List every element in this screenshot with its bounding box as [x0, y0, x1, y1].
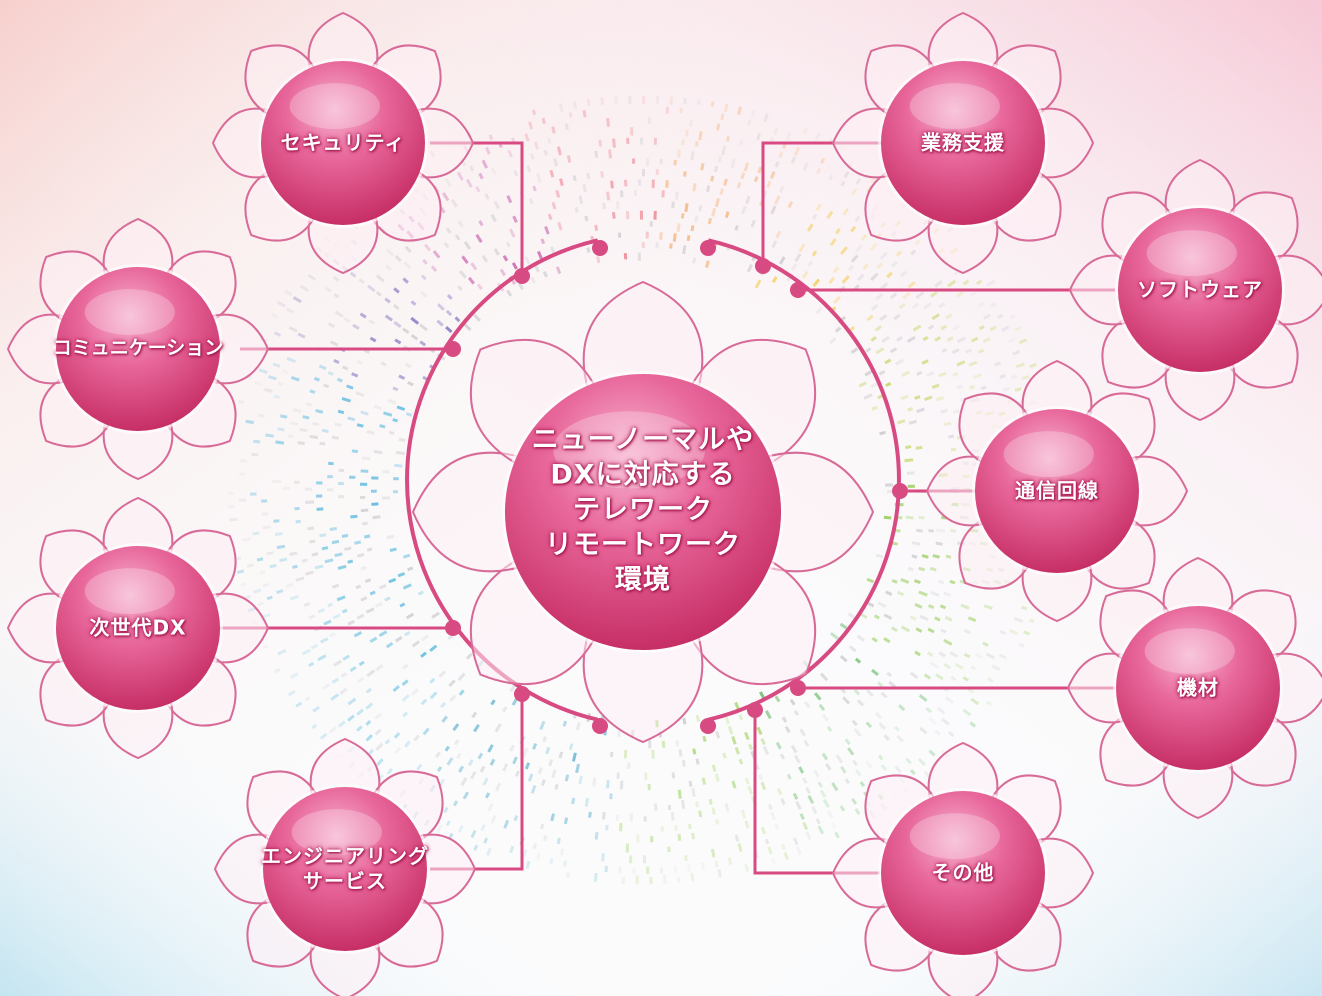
flower-business-support [831, 11, 1095, 275]
flower-security [211, 11, 475, 275]
flower-equipment [1066, 556, 1322, 820]
flower-nodes [6, 11, 1322, 996]
center-flower [411, 280, 875, 744]
flower-network [925, 359, 1189, 623]
flower-communication [6, 217, 270, 481]
flower-software [1068, 158, 1322, 422]
flower-other [831, 741, 1095, 996]
flower-next-gen-dx [6, 496, 270, 760]
flower-engineering [213, 737, 477, 996]
